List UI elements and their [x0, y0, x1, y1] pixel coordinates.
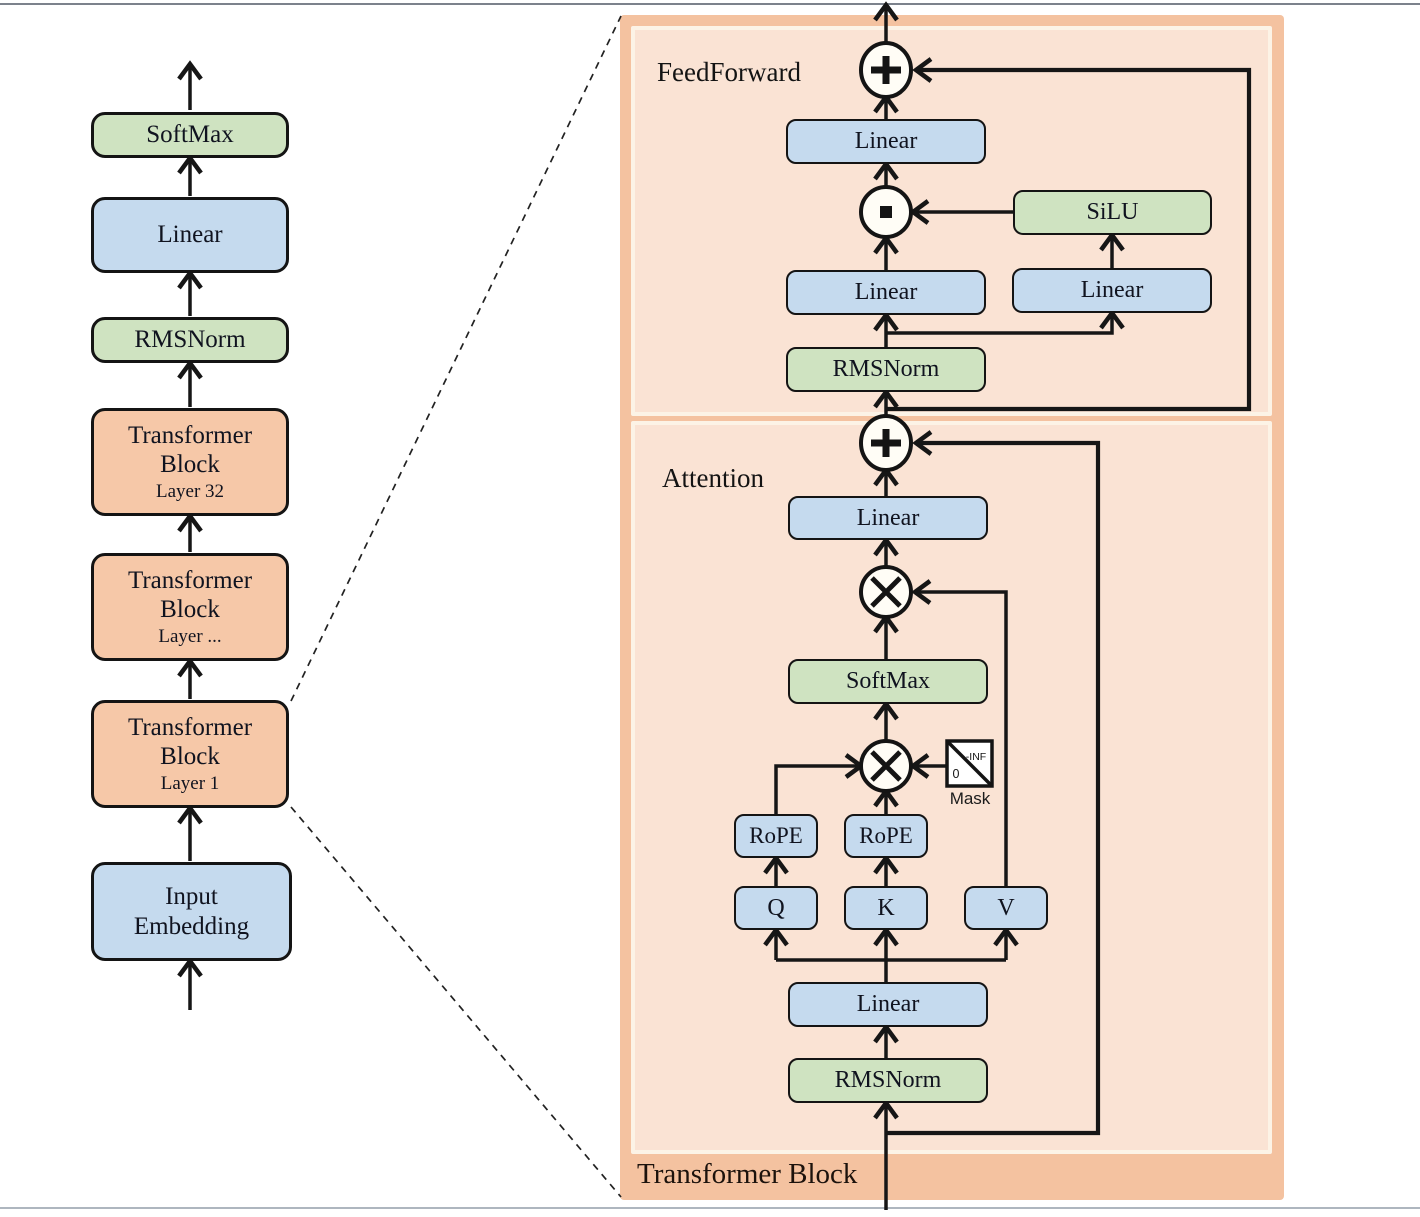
node-ff-rmsnorm: RMSNorm [786, 347, 986, 392]
node-rmsnorm-final: RMSNorm [91, 317, 289, 363]
feedforward-residual-line [886, 67, 1252, 412]
node-ff-silu: SiLU [1013, 190, 1212, 235]
zoom-dashed-lines [290, 15, 622, 1198]
transformer-block-caption: Transformer Block [637, 1158, 858, 1190]
node-transformer-block-32: Transformer Block Layer 32 [91, 408, 289, 516]
node-ff-linear-gate: Linear [786, 270, 986, 315]
node-ff-linear-out: Linear [786, 119, 986, 164]
attention-section-label: Attention [662, 463, 764, 493]
add-icon [859, 414, 913, 472]
elementwise-product-icon [859, 185, 913, 239]
node-softmax-output: SoftMax [91, 112, 289, 158]
node-attn-rmsnorm: RMSNorm [788, 1058, 988, 1103]
node-linear-output: Linear [91, 197, 289, 273]
mask-caption: Mask [950, 789, 991, 808]
arrowheads [177, 1, 1125, 1120]
attention-residual-line [887, 440, 1101, 1136]
add-icon [859, 41, 913, 99]
node-attn-linear-out: Linear [788, 496, 988, 540]
node-rope-k: RoPE [844, 814, 928, 858]
mask-icon: -INF 0 Mask [945, 739, 994, 808]
bottom-border-line [0, 1207, 1420, 1209]
node-ff-linear-up: Linear [1012, 268, 1212, 313]
node-value: V [964, 886, 1048, 930]
node-input-embedding: Input Embedding [91, 862, 292, 961]
node-query: Q [734, 886, 818, 930]
node-key: K [844, 886, 928, 930]
mask-zero-label: 0 [953, 767, 960, 781]
node-transformer-block-1: Transformer Block Layer 1 [91, 700, 289, 808]
node-transformer-block-mid: Transformer Block Layer ... [91, 553, 289, 661]
mask-inf-label: -INF [966, 751, 986, 763]
matmul-icon [859, 739, 913, 793]
node-attn-softmax: SoftMax [788, 659, 988, 704]
node-rope-q: RoPE [734, 814, 818, 858]
feedforward-section-label: FeedForward [657, 57, 801, 87]
top-border-line [0, 3, 1420, 5]
node-attn-linear-qkv: Linear [788, 982, 988, 1027]
matmul-icon [859, 565, 913, 619]
